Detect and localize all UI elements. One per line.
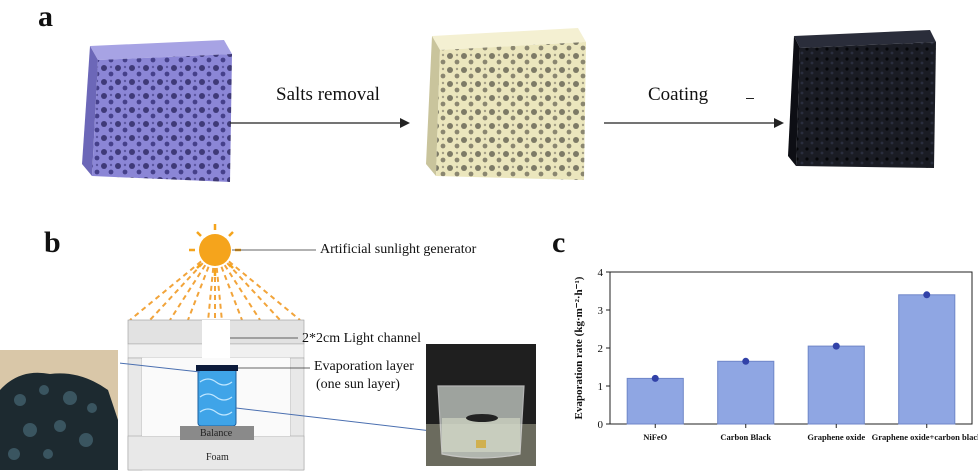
label-evaporation-layer: Evaporation layer (314, 359, 414, 374)
label-light-channel: 2*2cm Light channel (302, 331, 421, 346)
panel-label-b: b (44, 226, 61, 259)
bar-0 (626, 377, 684, 425)
balance (180, 426, 254, 440)
y-tick-label: 0 (598, 419, 604, 431)
panel-label-a: a (38, 0, 53, 33)
y-tick-label: 3 (598, 305, 604, 317)
point-2 (832, 342, 840, 350)
black-foam-cube (788, 30, 936, 168)
setup-diagram (120, 224, 441, 471)
point-1 (742, 357, 750, 365)
y-tick-label: 2 (598, 343, 604, 355)
x-tick-label: Graphene oxide+carbon black (872, 432, 978, 442)
cream-foam-cube (426, 28, 586, 180)
label-one-sun-layer: (one sun layer) (316, 377, 400, 392)
y-axis-label: Evaporation rate (kg·m⁻²·h⁻¹) (573, 276, 585, 419)
point-0 (651, 374, 659, 382)
dash-mark (746, 98, 754, 99)
step-label-salts-removal: Salts removal (276, 84, 380, 105)
step-label-coating: Coating (648, 84, 709, 105)
bar-1 (717, 360, 775, 425)
arrow-2 (604, 118, 784, 128)
photo-beaker-setup (426, 344, 536, 466)
x-tick-label: Carbon Black (720, 432, 771, 442)
y-tick-label: 4 (598, 267, 604, 279)
y-tick-label: 1 (598, 381, 604, 393)
label-balance: Balance (200, 428, 233, 439)
x-tick-label: NiFeO (643, 432, 667, 442)
sun-icon (189, 224, 241, 276)
point-3 (923, 291, 931, 299)
arrow-1 (230, 118, 410, 128)
x-tick-label: Graphene oxide (807, 432, 865, 442)
label-foam: Foam (206, 452, 229, 463)
label-sunlight-generator: Artificial sunlight generator (320, 242, 477, 257)
photo-powder-sample (0, 350, 118, 470)
bar-3 (898, 294, 956, 425)
panel-label-c: c (552, 226, 566, 259)
beaker (196, 365, 238, 427)
purple-foam-cube (82, 40, 232, 182)
bar-2 (807, 345, 865, 425)
